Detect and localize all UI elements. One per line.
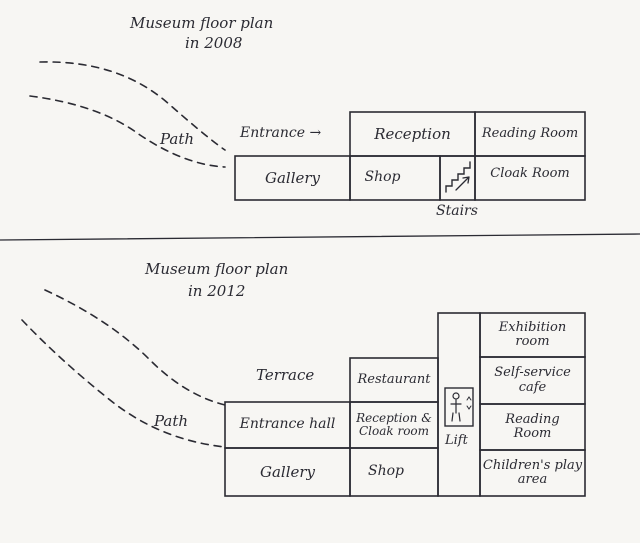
- terrace-label-2012: Terrace: [256, 366, 315, 384]
- restaurant-label-2012: Restaurant: [357, 371, 431, 387]
- path-2008-upper: [39, 61, 226, 151]
- section-divider: [0, 233, 640, 241]
- path-2008-lower: [29, 95, 226, 168]
- room-2008-cloak: [474, 155, 586, 201]
- childrens-play-area-label-2012: Children's play area: [482, 457, 583, 487]
- entrance-label-2008: Entrance →: [240, 125, 322, 141]
- title-2012-line2: in 2012: [188, 282, 246, 300]
- gallery-label-2012: Gallery: [259, 462, 316, 481]
- exhibition-room-label-2012: Exhibition room: [498, 319, 567, 349]
- shop-label-2008: Shop: [364, 169, 401, 186]
- shop-label-2012: Shop: [368, 463, 404, 480]
- cloak-room-label-2008: Cloak Room: [490, 165, 570, 181]
- entrance-hall-label-2012: Entrance hall: [239, 416, 336, 433]
- cafe-label-2012: Self-service cafe: [494, 365, 571, 395]
- reading-room-label-2012: Reading Room: [505, 411, 560, 441]
- lift-icon: [444, 387, 474, 427]
- title-2008-line2: in 2008: [185, 34, 243, 52]
- path-2012-upper: [44, 289, 226, 406]
- title-2008-line1: Museum floor plan: [130, 14, 274, 32]
- lift-label-2012: Lift: [445, 433, 468, 448]
- path-2012-lower: [21, 319, 226, 448]
- stairs-icon: [445, 161, 471, 193]
- gallery-label-2008: Gallery: [264, 168, 321, 187]
- title-2012-line1: Museum floor plan: [145, 260, 289, 278]
- path-label-2008: Path: [160, 130, 195, 148]
- reception-cloak-label-2012: Reception & Cloak room: [356, 410, 432, 438]
- room-2012-children: [479, 449, 586, 497]
- reception-label-2008: Reception: [374, 124, 451, 143]
- path-label-2012: Path: [154, 412, 189, 430]
- reading-room-label-2008: Reading Room: [481, 125, 579, 141]
- stairs-label-2008: Stairs: [436, 203, 478, 219]
